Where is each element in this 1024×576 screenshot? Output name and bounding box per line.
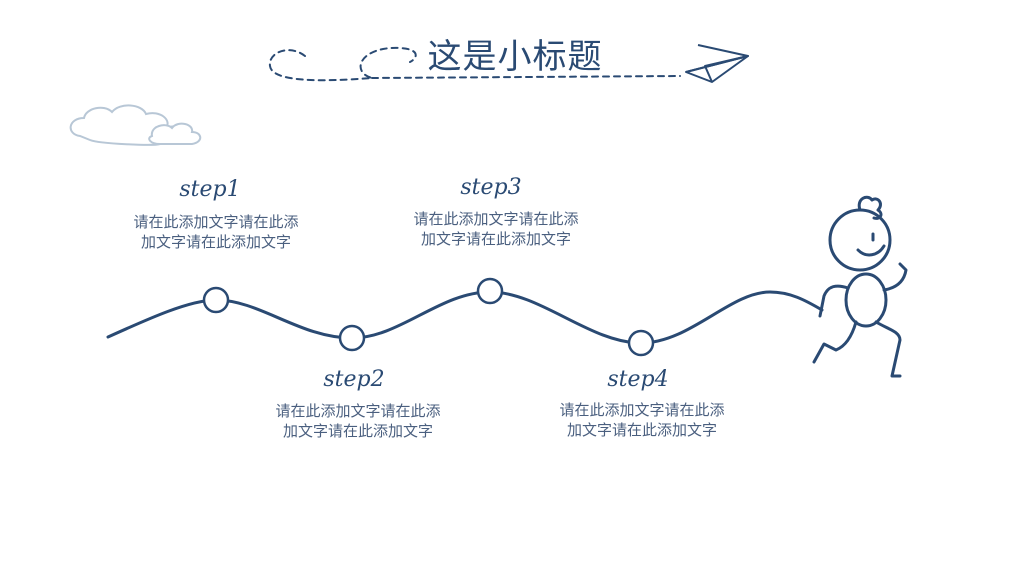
page-title: 这是小标题 (427, 37, 603, 77)
step1-label: step1 (179, 177, 241, 202)
dashed-swirl-line (268, 46, 681, 82)
step2-node (338, 324, 366, 352)
paper-plane-icon (685, 44, 749, 83)
step1-node (202, 286, 230, 314)
step3-description: 请在此添加文字请在此添加文字请在此添加文字 (413, 210, 579, 248)
step3-node (476, 277, 504, 305)
cloud-icon (69, 104, 202, 146)
step4-node (627, 329, 655, 357)
step1-description: 请在此添加文字请在此添加文字请在此添加文字 (133, 213, 299, 251)
step4-label: step4 (607, 367, 669, 392)
step3-label: step3 (460, 175, 522, 200)
running-stick-figure-icon (812, 195, 908, 378)
step2-label: step2 (323, 367, 385, 392)
step2-description: 请在此添加文字请在此添加文字请在此添加文字 (275, 402, 441, 440)
step4-description: 请在此添加文字请在此添加文字请在此添加文字 (559, 401, 725, 439)
